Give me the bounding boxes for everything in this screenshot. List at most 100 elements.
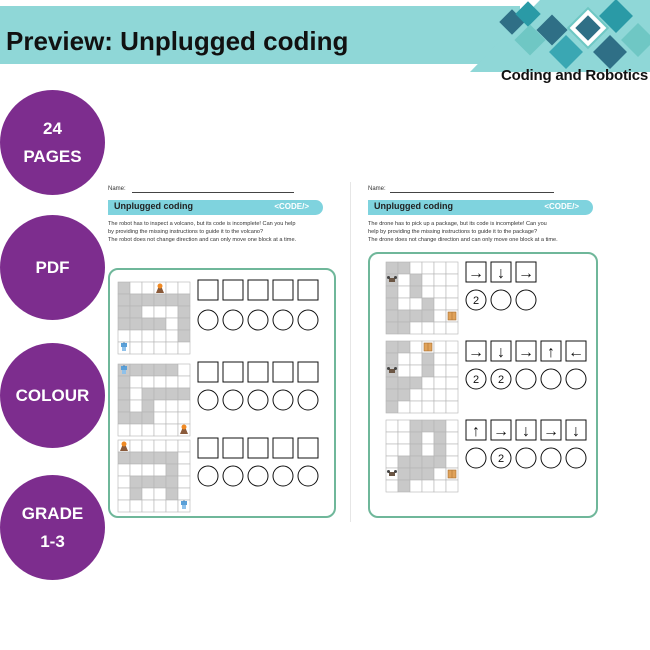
count-circle [515,447,537,469]
instruction-line: by providing the missing instructions to… [108,229,264,235]
grid-cell [409,400,423,414]
header-banner: Preview: Unplugged coding [0,6,520,64]
grid-cell [129,281,143,295]
arrow-label: ↑ [547,344,555,361]
puzzle-3: ↑→↓→↓2 [385,419,587,493]
grid-cell [397,297,411,311]
grid-cell [117,329,131,343]
count-circle [540,447,562,469]
instruction-line: The drone does not change direction and … [368,237,558,243]
grid-cell [141,341,155,355]
grid-cell [129,375,143,389]
name-line [132,192,294,193]
count-circle [272,465,294,487]
grid-cell [397,388,411,402]
instruction-box [272,279,294,301]
count-circle [515,289,537,311]
arrow-label: ← [568,344,584,361]
count-circle [197,389,219,411]
grid-cell [445,364,459,378]
count-circle [247,465,269,487]
grid-cell [129,475,143,489]
instruction-line: The robot does not change direction and … [108,237,297,243]
badge-colour-label: COLOUR [15,385,90,405]
grid-cell [385,400,399,414]
grid-cell [421,321,435,335]
arrow-label: → [543,423,559,440]
grid-cell [165,399,179,413]
grid-cell [129,387,143,401]
grid-cell [397,352,411,366]
grid-cell [117,499,131,513]
grid-cell [153,439,167,453]
count-circle [490,368,512,390]
instruction-box [540,419,562,441]
arrow-label: → [518,265,534,282]
grid-cell [409,364,423,378]
grid-cell [177,305,191,319]
grid-cell [129,411,143,425]
grid-cell [117,463,131,477]
grid-cell [433,261,447,275]
instruction-line: The robot has to inspect a volcano, but … [108,221,296,227]
robot-puzzles [117,279,319,513]
instruction-box [490,340,512,362]
grid-cell [129,423,143,437]
grid-cell [141,329,155,343]
count-circle [222,389,244,411]
arrow-label: → [518,344,534,361]
grid-cell [117,305,131,319]
grid-cell [141,439,155,453]
grid-cell [409,285,423,299]
grid-cell [397,321,411,335]
grid-cell [433,285,447,299]
grid-cell [433,467,447,481]
drone-grid [385,419,459,493]
grid-cell [433,376,447,390]
instruction-box [272,437,294,459]
grid-cell [409,419,423,433]
count-circle [465,447,487,469]
badge-grade-label: GRADE [21,504,84,524]
volcano-icon [180,424,188,434]
instruction-box [197,437,219,459]
grid-cell [117,487,131,501]
count-circle [197,309,219,331]
grid-cell [397,400,411,414]
grid-cell [153,423,167,437]
puzzle-2 [117,361,319,437]
grid-cell [129,293,143,307]
grid-cell [397,309,411,323]
instruction-box [465,261,487,283]
instruction-box [247,361,269,383]
grid-cell [153,487,167,501]
grid-cell [397,376,411,390]
count-circle [540,368,562,390]
drone-grid [385,261,459,335]
drone-icon [387,470,397,476]
grid-cell [177,411,191,425]
grid-cell [397,261,411,275]
grid-cell [129,363,143,377]
grid-cell [397,479,411,493]
grid-cell [409,297,423,311]
instruction-box [197,279,219,301]
grid-cell [165,451,179,465]
drone-icon [387,276,397,282]
arrow-label: ↓ [522,423,530,440]
grid-cell [177,487,191,501]
grid-cell [129,305,143,319]
count-label: 2 [473,295,479,307]
puzzle-1: →↓→2 [385,261,537,335]
count-label: 2 [473,374,479,386]
grid-cell [385,419,399,433]
grid-cell [177,329,191,343]
grid-cell [433,273,447,287]
instruction-box [222,437,244,459]
grid-cell [177,341,191,355]
robot-grid [117,281,191,355]
grid-cell [165,363,179,377]
grid-cell [385,388,399,402]
